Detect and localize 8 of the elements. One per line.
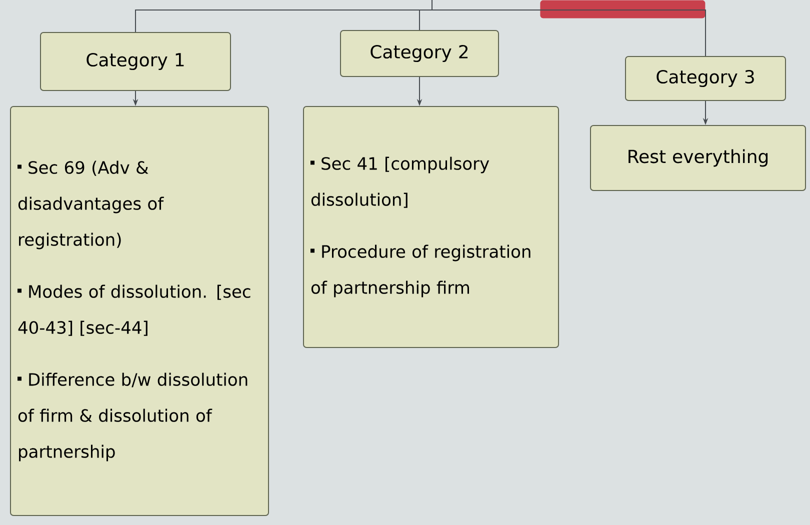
content-box: Sec 41 [compulsory dissolution] Procedure of registration of partnership firm bbox=[303, 106, 559, 348]
category-box: Category 3 bbox=[625, 56, 786, 101]
header-box bbox=[540, 0, 706, 18]
category-box: Category 1 bbox=[40, 32, 231, 91]
category-box: Category 2 bbox=[340, 30, 499, 77]
content-box: Sec 69 (Adv & disadvantages of registration) Modes of dissolution. [sec 40-43] [sec-44] Difference b/w dissolution of firm & dissolution of partnership bbox=[10, 106, 269, 516]
content-box: Rest everything bbox=[590, 125, 806, 191]
tree-connector bbox=[432, 0, 706, 56]
